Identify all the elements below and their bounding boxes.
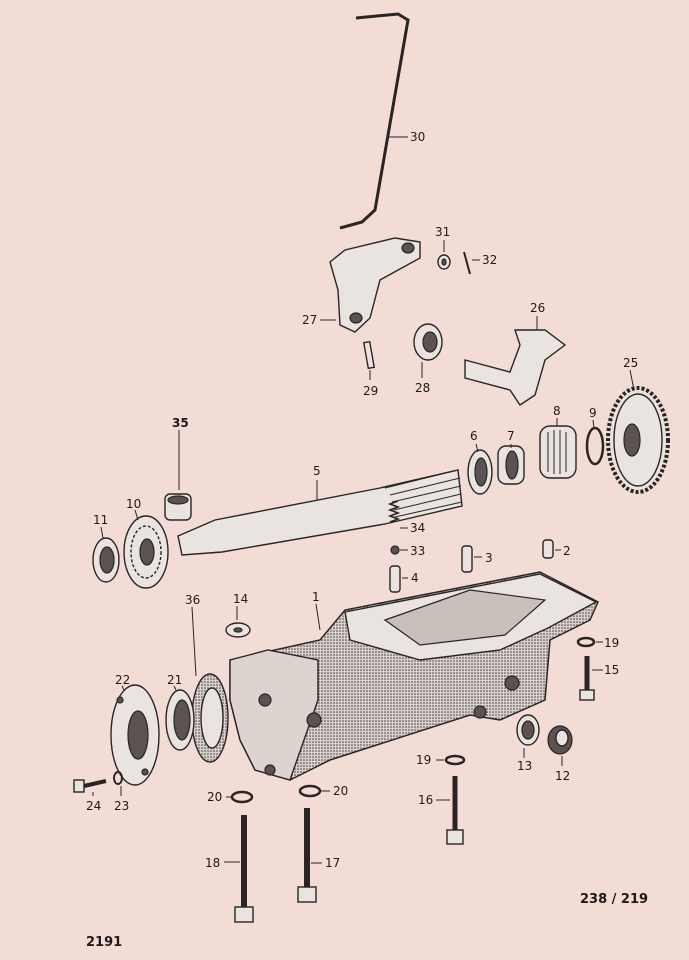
callout-20-left: 20 [207, 790, 222, 804]
callout-30: 30 [410, 130, 425, 144]
part-11-ring [92, 526, 120, 583]
part-14-washer [225, 606, 251, 638]
part-9-circlip [585, 419, 605, 466]
part-7-bushing [497, 444, 525, 485]
callout-29: 29 [363, 384, 378, 398]
callout-17: 17 [325, 856, 340, 870]
part-28-seal [413, 323, 443, 378]
callout-6: 6 [470, 429, 478, 443]
callout-5: 5 [313, 464, 321, 478]
part-26-shift-arm [464, 316, 567, 406]
callout-8: 8 [553, 404, 561, 418]
callout-32: 32 [482, 253, 497, 267]
callout-18: 18 [205, 856, 220, 870]
part-2-pin [542, 539, 561, 559]
part-35-sleeve [164, 430, 192, 521]
part-24-bolt [73, 779, 107, 796]
callout-28: 28 [415, 381, 430, 395]
part-15-bolt [579, 656, 603, 701]
part-12-plug [547, 725, 573, 766]
callout-9: 9 [589, 406, 597, 420]
part-20-lockwasher-right [298, 784, 330, 798]
callout-4: 4 [411, 571, 419, 585]
part-22-cover [110, 684, 160, 786]
part-30-rod [339, 12, 410, 230]
callout-31: 31 [435, 225, 450, 239]
callout-23: 23 [114, 799, 129, 813]
part-27-lever [320, 237, 421, 333]
part-36-gasket [191, 606, 229, 763]
callout-1: 1 [312, 590, 320, 604]
part-34-spring [387, 500, 408, 529]
callout-13: 13 [517, 759, 532, 773]
callout-12: 12 [555, 769, 570, 783]
part-18-bolt [224, 815, 254, 923]
part-8-needle-bearing [539, 418, 577, 479]
part-19-lockwasher-lower [436, 754, 466, 766]
part-20-lockwasher-left [226, 790, 254, 804]
callout-16: 16 [418, 793, 433, 807]
page-reference: 238 / 219 [580, 892, 648, 907]
callout-21: 21 [167, 673, 182, 687]
callout-34: 34 [410, 521, 425, 535]
callout-22: 22 [115, 673, 130, 687]
callout-14: 14 [233, 592, 248, 606]
callout-20-right: 20 [333, 784, 348, 798]
callout-36: 36 [185, 593, 200, 607]
callout-19-right: 19 [604, 636, 619, 650]
part-17-bolt [297, 808, 322, 903]
part-23-washer [113, 771, 123, 796]
callout-10: 10 [126, 497, 141, 511]
callout-33: 33 [410, 544, 425, 558]
part-6-ring [467, 443, 493, 495]
part-33-ball [390, 545, 408, 555]
callout-7: 7 [507, 429, 515, 443]
callout-26: 26 [530, 301, 545, 315]
part-13-seal-ring [516, 714, 540, 758]
part-25-gear [606, 369, 670, 494]
part-29-pin [362, 340, 376, 380]
part-1-housing [229, 571, 599, 781]
part-31-washer [437, 240, 451, 270]
callout-27: 27 [302, 313, 317, 327]
part-32-cotter-pin [463, 251, 480, 275]
part-19-lockwasher [576, 636, 603, 648]
callout-35: 35 [172, 416, 189, 430]
part-3-pin [461, 545, 482, 573]
part-21-seal [165, 685, 195, 751]
callout-11: 11 [93, 513, 108, 527]
callout-15: 15 [604, 663, 619, 677]
callout-2: 2 [563, 544, 571, 558]
part-10-ball-bearing [123, 509, 169, 589]
callout-labels: 30 31 32 27 29 28 26 25 35 5 6 7 8 9 10 … [86, 130, 638, 870]
callout-19-lower: 19 [416, 753, 431, 767]
callout-24: 24 [86, 799, 101, 813]
part-5-shaft [177, 469, 463, 556]
part-16-bolt [436, 776, 464, 845]
callout-25: 25 [623, 356, 638, 370]
figure-number: 2191 [86, 935, 122, 950]
part-4-pin [389, 565, 408, 593]
callout-3: 3 [485, 551, 493, 565]
